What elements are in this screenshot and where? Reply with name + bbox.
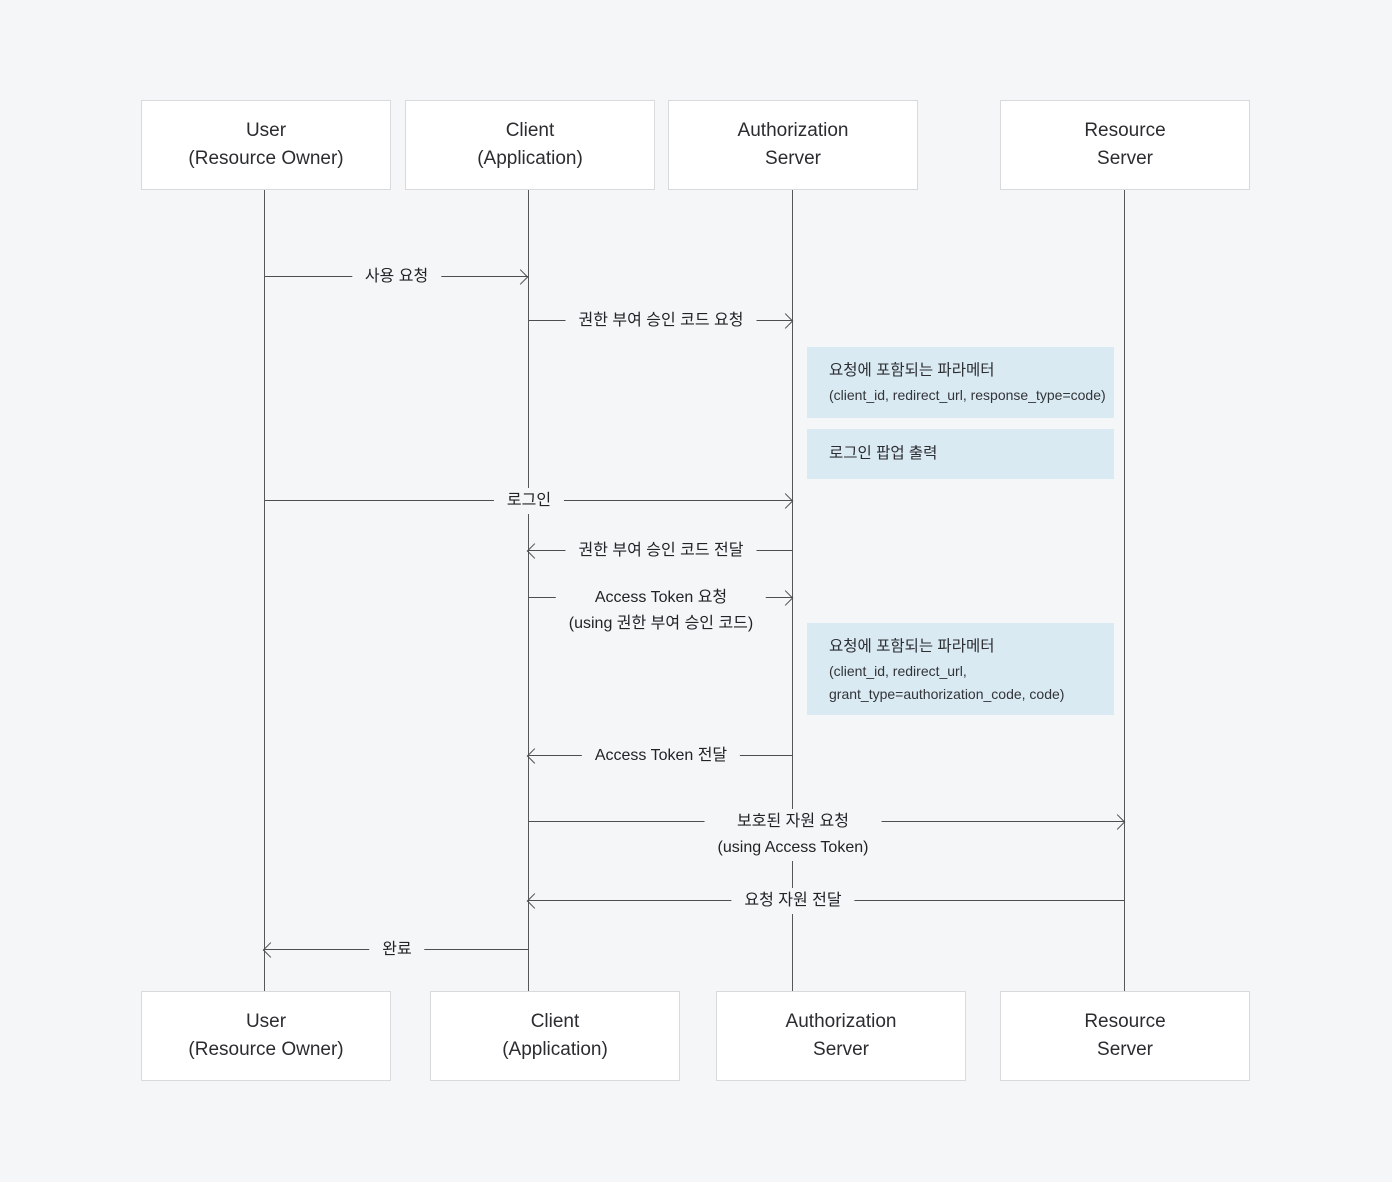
note-line: (client_id, redirect_url, response_type=… — [829, 387, 1106, 403]
arrowhead-left-icon — [526, 543, 543, 559]
actor-bottom-user: User (Resource Owner) — [141, 991, 391, 1081]
message-label: 완료 — [369, 937, 425, 963]
actor-top-client: Client (Application) — [405, 100, 655, 190]
actor-bottom-authorization-server: Authorization Server — [716, 991, 966, 1081]
message-label: 보호된 자원 요청 — [704, 809, 882, 835]
message-label: 권한 부여 승인 코드 전달 — [565, 538, 757, 564]
message-sublabel: (using Access Token) — [704, 835, 882, 861]
actor-sublabel: (Application) — [502, 1039, 608, 1060]
message-label: Access Token 전달 — [581, 743, 741, 769]
lifeline-client — [528, 190, 529, 991]
actor-bottom-client: Client (Application) — [430, 991, 680, 1081]
actor-sublabel: Server — [765, 148, 821, 169]
actor-sublabel: Server — [1097, 1039, 1153, 1060]
note-line: 요청에 포함되는 파라메터 — [829, 638, 995, 655]
actor-sublabel: Server — [1097, 148, 1153, 169]
message-sublabel: (using 권한 부여 승인 코드) — [555, 611, 767, 637]
actor-top-user: User (Resource Owner) — [141, 100, 391, 190]
actor-sublabel: (Resource Owner) — [188, 1039, 344, 1060]
actor-sublabel: Server — [813, 1039, 869, 1060]
actor-label: Resource — [1084, 120, 1166, 141]
note-line: grant_type=authorization_code, code) — [829, 686, 1065, 702]
actor-label: Resource — [1084, 1011, 1166, 1032]
message-label: 사용 요청 — [351, 264, 442, 290]
actor-label: Client — [505, 120, 555, 141]
note-line: 로그인 팝업 출력 — [829, 445, 938, 462]
message-label: Access Token 요청 — [555, 585, 767, 611]
arrowhead-right-icon — [777, 493, 794, 509]
arrowhead-left-icon — [526, 748, 543, 764]
actor-sublabel: (Application) — [477, 148, 583, 169]
lifeline-resource-server — [1124, 190, 1125, 991]
actor-label: Authorization — [785, 1011, 897, 1032]
message-label: 로그인 — [493, 488, 565, 514]
actor-top-authorization-server: Authorization Server — [668, 100, 918, 190]
arrowhead-right-icon — [777, 590, 794, 606]
actor-label: User — [245, 120, 287, 141]
actor-label: Authorization — [737, 120, 849, 141]
lifeline-user — [264, 190, 265, 991]
actor-sublabel: (Resource Owner) — [188, 148, 344, 169]
message-label: 요청 자원 전달 — [731, 888, 855, 914]
arrowhead-right-icon — [777, 313, 794, 329]
arrowhead-left-icon — [262, 942, 279, 958]
note-line: 요청에 포함되는 파라메터 — [829, 362, 995, 379]
arrowhead-right-icon — [1109, 814, 1126, 830]
actor-top-resource-server: Resource Server — [1000, 100, 1250, 190]
arrowhead-right-icon — [512, 269, 529, 285]
arrowhead-left-icon — [526, 893, 543, 909]
actor-label: User — [245, 1011, 287, 1032]
note-line: (client_id, redirect_url, — [829, 663, 967, 679]
note-request-parameters-2: 요청에 포함되는 파라메터 (client_id, redirect_url, … — [807, 623, 1114, 715]
note-login-popup: 로그인 팝업 출력 — [807, 429, 1114, 479]
message-label: 권한 부여 승인 코드 요청 — [565, 308, 757, 334]
actor-label: Client — [530, 1011, 580, 1032]
note-request-parameters-1: 요청에 포함되는 파라메터 (client_id, redirect_url, … — [807, 347, 1114, 418]
actor-bottom-resource-server: Resource Server — [1000, 991, 1250, 1081]
lifeline-authorization-server — [792, 190, 793, 991]
